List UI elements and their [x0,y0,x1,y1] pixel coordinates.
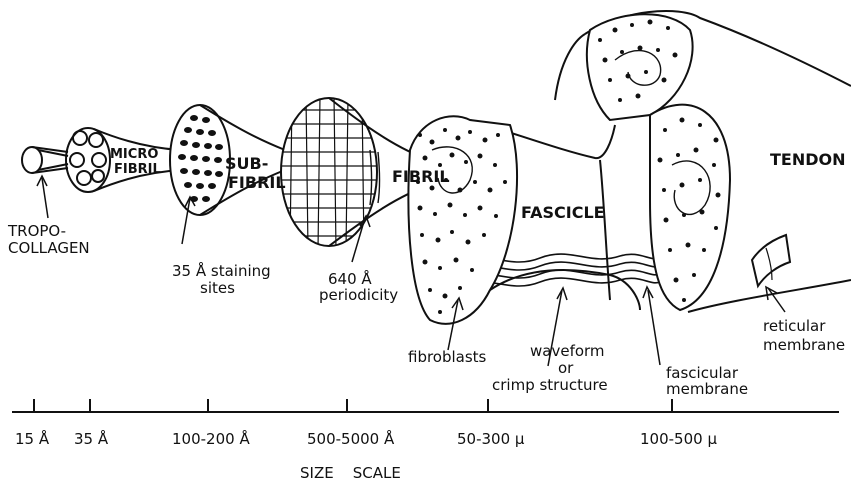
fascicular-membrane-label-line2: membrane [666,380,748,398]
reticular-membrane-label-line2: membrane [763,336,845,354]
scale-caption: SIZE SCALE [300,464,401,482]
scale-label-1: 15 Å [15,429,50,448]
reticular-membrane-fragment [752,235,790,286]
subfibril-label-line1: SUB- [225,154,268,173]
staining-sites-label-line2: sites [200,279,235,297]
fibril-label: FIBRIL [392,167,450,186]
scale-label-2: 35 Å [74,429,109,448]
microfibril-label-line2: FIBRIL [114,162,161,177]
waveform-label-line2: or [558,359,574,377]
reticular-membrane-label-line1: reticular [763,317,826,335]
tropocollagen-triple-helix [22,147,68,173]
scale-label-4: 500-5000 Å [307,429,395,448]
size-scale-axis: 15 Å 35 Å 100-200 Å 500-5000 Å 50-300 μ … [12,399,839,482]
microfibril-label-line1: MICRO [110,147,158,162]
subfibril-label-line2: FIBRIL [228,173,286,192]
fascicle-label: FASCICLE [521,203,605,222]
scale-label-5: 50-300 μ [457,430,525,448]
periodicity-label-line2: periodicity [319,286,398,304]
fibroblasts-label: fibroblasts [408,348,487,366]
tropocollagen-label-line1: TROPO- [7,222,66,240]
waveform-label-line1: waveform [530,342,605,360]
waveform-label-line3: crimp structure [492,376,608,394]
staining-sites-label-line1: 35 Å staining [172,261,271,280]
tendon-label: TENDON [770,150,846,169]
fascicle-cross-section [408,116,517,324]
tropocollagen-label-line2: COLLAGEN [8,239,90,257]
scale-label-6: 100-500 μ [640,430,717,448]
scale-label-3: 100-200 Å [172,429,250,448]
